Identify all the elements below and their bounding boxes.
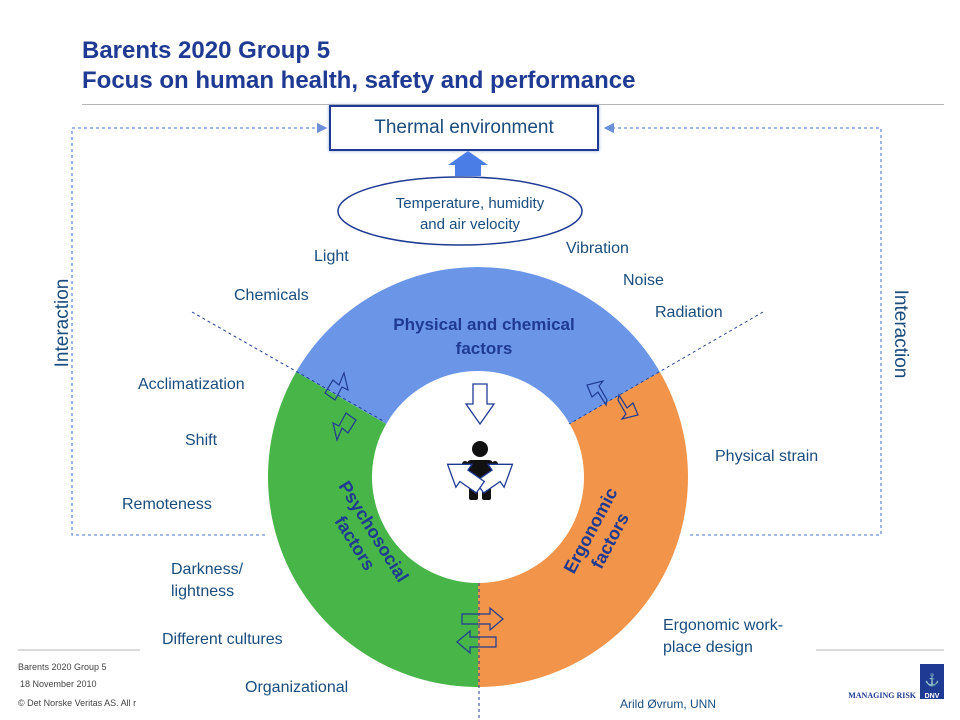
up-arrow-icon: [448, 151, 488, 176]
title-divider: [82, 104, 944, 105]
factor-physical-strain: Physical strain: [715, 448, 819, 465]
ellipse-line-1: Temperature, humidity: [395, 195, 545, 212]
factor-different-cultures: Different cultures: [162, 631, 283, 648]
factor-radiation: Radiation: [655, 304, 723, 321]
svg-text:⚓: ⚓: [925, 673, 940, 687]
factor-darkness-line-2: lightness: [171, 583, 235, 600]
title-line-2: Focus on human health, safety and perfor…: [82, 67, 636, 94]
environment-ellipse: [337, 176, 583, 246]
interaction-label-left: Interaction: [52, 278, 73, 368]
divider-left: [191, 311, 386, 423]
divider-right: [568, 311, 764, 425]
factor-chemicals: Chemicals: [234, 287, 309, 304]
ring-psychosocial: [267, 372, 478, 687]
factor-ergonomic-design-line-2: place design: [663, 639, 753, 656]
ring-physical: [296, 266, 660, 427]
ring-ergonomic: [478, 372, 688, 687]
footer-author: Arild Øvrum, UNN: [620, 697, 717, 711]
factor-light: Light: [314, 248, 349, 265]
factor-noise: Noise: [623, 272, 664, 289]
factor-darkness-line-1: Darkness/: [171, 561, 244, 578]
thermal-environment-box: Thermal environment: [329, 105, 599, 151]
dnv-logo: ⚓ DNV: [920, 664, 944, 700]
ellipse-line-2: and air velocity: [419, 216, 521, 233]
factor-organizational: Organizational: [245, 679, 349, 696]
thermal-environment-label: Thermal environment: [374, 117, 554, 138]
physical-label-2: factors: [456, 339, 513, 358]
brand-logo-text: DNV: [925, 693, 940, 700]
factor-ergonomic-design-line-1: Ergonomic work-: [663, 617, 784, 634]
footer-copyright: © Det Norske Veritas AS. All r: [18, 698, 137, 708]
footer-group: Barents 2020 Group 5: [18, 662, 107, 672]
double-arrow-bottom: [456, 606, 504, 655]
factor-vibration: Vibration: [566, 240, 629, 257]
physical-label-1: Physical and chemical: [393, 315, 574, 334]
double-arrow-left: [324, 371, 357, 442]
environment-ellipse-text: Temperature, humidity and air velocity: [340, 193, 600, 235]
footer-date: 18 November 2010: [20, 679, 97, 689]
brand-text: MANAGING RISK: [848, 691, 917, 700]
title-line-1: Barents 2020 Group 5: [82, 37, 331, 64]
factor-acclimatization: Acclimatization: [138, 376, 245, 393]
interaction-label-right: Interaction: [890, 289, 911, 379]
arrow-from-top: [464, 383, 496, 426]
left-interaction-loop: [71, 122, 328, 536]
factor-shift: Shift: [185, 432, 218, 449]
double-arrow-right: [586, 379, 639, 421]
arrow-from-right: [446, 463, 486, 494]
factor-remoteness: Remoteness: [122, 496, 212, 513]
